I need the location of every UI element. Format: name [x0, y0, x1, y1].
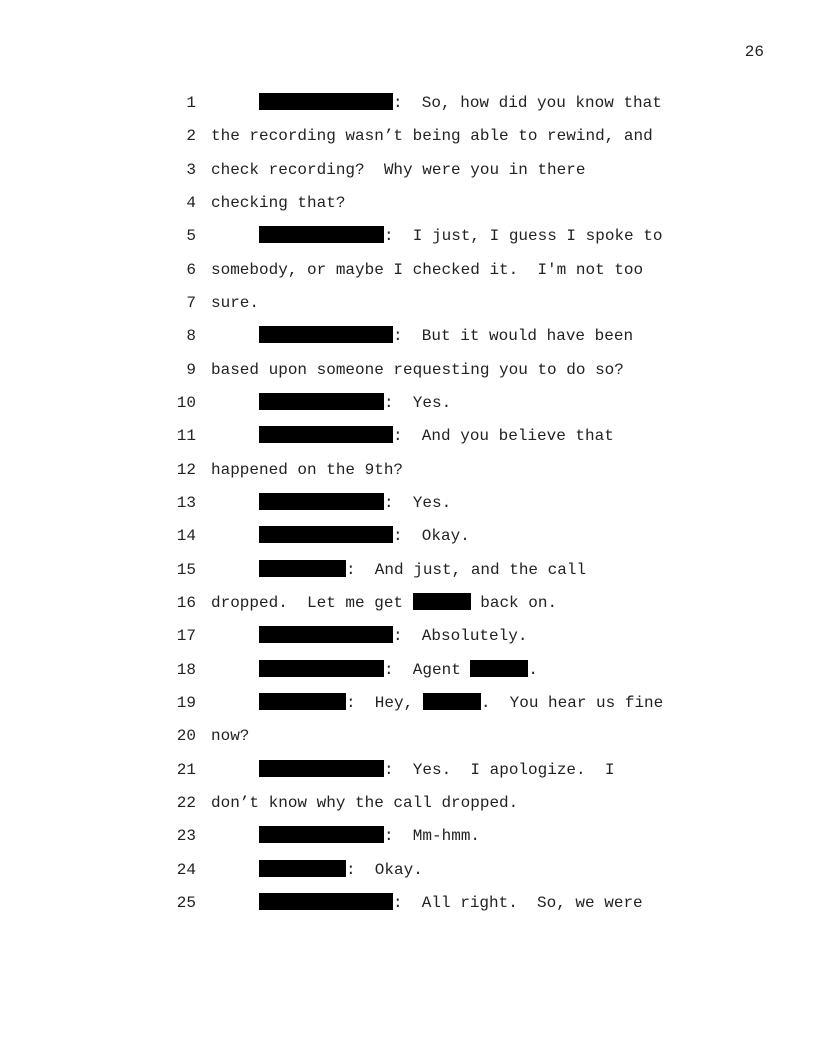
text-segment: : I just, I guess I spoke to [384, 227, 663, 246]
text-segment: : All right. So, we were [393, 893, 643, 912]
text-segment: : Yes. [384, 393, 452, 412]
line-number: 11 [176, 427, 196, 446]
text-segment: : So, how did you know that [393, 94, 662, 112]
text-segment: based upon someone requesting you to do … [211, 360, 624, 379]
line-number: 17 [176, 627, 196, 646]
text-segment: : And you believe that [393, 427, 614, 446]
line-text: : I just, I guess I spoke to [211, 226, 662, 246]
text-segment: checking that? [211, 193, 346, 212]
redacted-speaker-name [259, 626, 393, 644]
text-segment: : Absolutely. [393, 627, 528, 646]
line-number: 18 [176, 660, 196, 679]
redacted-speaker-name [259, 826, 384, 844]
line-number: 7 [186, 293, 196, 312]
line-text: : Mm-hmm. [211, 826, 480, 846]
text-segment: : Yes. [384, 493, 452, 512]
line-number: 6 [186, 260, 196, 279]
line-number: 5 [186, 227, 196, 246]
text-segment: sure. [211, 293, 260, 312]
line-number: 9 [186, 360, 196, 379]
line-text: : Yes. I apologize. I [211, 759, 615, 780]
text-segment: don’t know why the call dropped. [211, 793, 519, 812]
redacted-name [470, 659, 529, 677]
line-number: 19 [176, 693, 196, 712]
redacted-speaker-name [259, 492, 384, 510]
line-text: : And you believe that [211, 426, 614, 446]
redacted-speaker-name [259, 526, 393, 544]
line-text: somebody, or maybe I checked it. I'm not… [211, 260, 643, 280]
line-number: 24 [176, 860, 196, 879]
line-text: don’t know why the call dropped. [211, 793, 518, 813]
line-text: : Yes. [211, 492, 452, 513]
line-number: 23 [176, 827, 196, 846]
line-number: 8 [186, 327, 196, 346]
line-text: dropped. Let me get back on. [211, 592, 558, 613]
line-text: now? [211, 726, 249, 746]
line-number: 21 [176, 760, 196, 779]
text-segment: : Yes. I apologize. I [384, 760, 615, 779]
line-number: 16 [176, 593, 196, 612]
line-text: happened on the 9th? [211, 460, 403, 480]
text-segment: : But it would have been [393, 327, 634, 346]
line-text: : Agent . [211, 659, 539, 680]
text-segment: : And just, and the call [346, 560, 587, 579]
line-number: 1 [186, 94, 196, 112]
line-text: check recording? Why were you in there [211, 160, 585, 180]
redacted-speaker-name [259, 392, 384, 410]
line-text: : And just, and the call [211, 559, 587, 580]
redacted-name [412, 592, 471, 610]
redacted-speaker-name [259, 759, 384, 777]
line-text: based upon someone requesting you to do … [211, 360, 624, 380]
redacted-speaker-name [259, 859, 346, 877]
line-text: checking that? [211, 193, 345, 213]
redacted-speaker-name [259, 692, 346, 710]
redacted-speaker-name [259, 326, 393, 344]
line-number: 4 [186, 193, 196, 212]
redacted-speaker-name [259, 426, 393, 444]
text-segment: : Mm-hmm. [384, 827, 481, 846]
line-number: 14 [176, 527, 196, 546]
line-number: 2 [186, 127, 196, 146]
page-number: 26 [744, 43, 764, 61]
line-number: 12 [176, 460, 196, 479]
line-text: : So, how did you know that [211, 93, 662, 113]
redacted-speaker-name [259, 93, 393, 110]
redacted-name [422, 692, 481, 710]
text-segment: : Okay. [393, 527, 470, 546]
text-segment: happened on the 9th? [211, 460, 404, 479]
text-segment: : Okay. [346, 860, 423, 879]
redacted-speaker-name [259, 559, 346, 577]
line-text: : Okay. [211, 526, 470, 546]
line-number: 13 [176, 493, 196, 512]
line-text: : All right. So, we were [211, 892, 643, 913]
text-segment: : Hey, [346, 693, 423, 712]
line-number: 3 [186, 160, 196, 179]
text-segment: the recording wasn’t being able to rewin… [211, 127, 653, 146]
line-text: : Hey, . You hear us fine [211, 692, 664, 713]
redacted-speaker-name [259, 659, 384, 677]
text-segment: : Agent [384, 660, 471, 679]
line-number: 20 [176, 727, 196, 746]
line-text: sure. [211, 293, 259, 313]
line-text: : But it would have been [211, 326, 633, 346]
text-segment: now? [211, 727, 250, 746]
line-text: : Absolutely. [211, 626, 527, 646]
text-segment: check recording? Why were you in there [211, 160, 586, 179]
line-text: : Yes. [211, 392, 452, 413]
line-number: 10 [176, 393, 196, 412]
redacted-speaker-name [259, 226, 384, 244]
redacted-speaker-name [259, 892, 393, 910]
text-segment: back on. [470, 593, 558, 612]
line-text: the recording wasn’t being able to rewin… [211, 126, 653, 146]
text-segment: . You hear us fine [480, 693, 664, 712]
line-number: 25 [176, 893, 196, 912]
text-segment: dropped. Let me get [211, 593, 413, 612]
line-number: 22 [176, 793, 196, 812]
text-segment: . [528, 660, 539, 679]
line-text: : Okay. [211, 859, 423, 880]
line-number: 15 [176, 560, 196, 579]
text-segment: somebody, or maybe I checked it. I'm not… [211, 260, 644, 279]
